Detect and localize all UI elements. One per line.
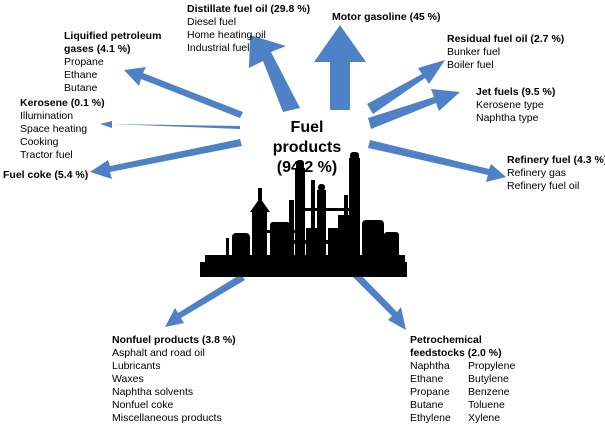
petro-item: Ethane [410, 373, 444, 385]
fuel-coke-title: Fuel coke (5.4 %) [3, 169, 89, 181]
kerosene-block: Kerosene (0.1 %) Illumination Space heat… [20, 97, 105, 162]
residual-item: Bunker fuel [447, 46, 501, 58]
kerosene-item: Cooking [20, 136, 59, 148]
lpg-item: Ethane [64, 69, 98, 81]
refinery-fuel-item: Refinery gas [507, 167, 566, 179]
distillate-title: Distillate fuel oil (29.8 %) [187, 3, 311, 15]
arrow-distillate [249, 35, 300, 112]
nonfuel-item: Asphalt and road oil [112, 347, 205, 359]
arrow-residual [367, 60, 445, 114]
lpg-title-line1: Liquified petroleum [64, 30, 162, 42]
petro-item: Butylene [468, 373, 509, 385]
distillate-item: Diesel fuel [187, 16, 237, 28]
arrow-fuel-coke [90, 139, 242, 179]
petro-items-grid: Naphtha Propylene Ethane Butylene Propan… [410, 360, 528, 425]
distillate-item: Home heating oil [187, 29, 266, 41]
kerosene-title: Kerosene (0.1 %) [20, 97, 105, 109]
arrow-kerosene [100, 121, 240, 129]
residual-item: Boiler fuel [447, 59, 494, 71]
nonfuel-products-block: Nonfuel products (3.8 %) Asphalt and roa… [112, 334, 236, 425]
residual-fuel-oil-block: Residual fuel oil (2.7 %) Bunker fuel Bo… [447, 33, 564, 72]
petro-title-line1: Petrochemical [410, 334, 482, 346]
petro-item: Propane [410, 386, 450, 398]
fuel-products-title: Fuel products (94.2 %) [255, 118, 359, 178]
lpg-item: Butane [64, 82, 98, 94]
petro-item: Butane [410, 399, 444, 411]
distillate-fuel-oil-block: Distillate fuel oil (29.8 %) Diesel fuel… [187, 3, 310, 55]
fuel-products-label: Fuel products [272, 119, 342, 156]
refinery-fuel-block: Refinery fuel (4.3 %) Refinery gas Refin… [507, 154, 605, 193]
nonfuel-item: Lubricants [112, 360, 161, 372]
kerosene-item: Illumination [20, 110, 74, 122]
refinery-fuel-title: Refinery fuel (4.3 %) [507, 154, 605, 166]
petro-item: Benzene [468, 386, 510, 398]
arrow-nonfuel [165, 274, 245, 327]
nonfuel-item: Miscellaneous products [112, 412, 222, 424]
motor-gasoline-title: Motor gasoline (45 %) [332, 11, 441, 23]
motor-gasoline-block: Motor gasoline (45 %) [332, 11, 441, 24]
nonfuel-item: Nonfuel coke [112, 399, 174, 411]
arrow-petrochemical [352, 270, 406, 330]
refinery-fuel-item: Refinery fuel oil [507, 180, 580, 192]
arrow-refinery-fuel [368, 140, 506, 182]
refinery-silhouette [200, 152, 407, 277]
petrochemical-block: Petrochemical feedstocks (2.0 %) Naphtha… [410, 334, 528, 425]
petro-title-line2: feedstocks (2.0 %) [410, 347, 502, 359]
residual-title: Residual fuel oil (2.7 %) [447, 33, 565, 45]
nonfuel-item: Naphtha solvents [112, 386, 194, 398]
nonfuel-item: Waxes [112, 373, 144, 385]
fuel-coke-block: Fuel coke (5.4 %) [3, 169, 88, 182]
jet-fuels-item: Kerosene type [476, 99, 544, 111]
arrow-lpg [124, 67, 243, 118]
petro-item: Propylene [468, 360, 516, 372]
fuel-products-value: (94.2 %) [276, 159, 338, 176]
jet-fuels-item: Naphtha type [476, 112, 539, 124]
jet-fuels-title: Jet fuels (9.5 %) [476, 86, 556, 98]
kerosene-item: Tractor fuel [20, 149, 73, 161]
nonfuel-title: Nonfuel products (3.8 %) [112, 334, 236, 346]
lpg-block: Liquified petroleum gases (4.1 %) Propan… [64, 30, 161, 95]
arrow-motor-gasoline [314, 25, 366, 110]
petro-item: Naphtha [410, 360, 450, 372]
distillate-item: Industrial fuel [187, 42, 250, 54]
petro-item: Ethylene [410, 412, 451, 424]
lpg-item: Propane [64, 56, 104, 68]
petro-item: Toluene [468, 399, 505, 411]
lpg-title-line2: gases (4.1 %) [64, 43, 131, 55]
jet-fuels-block: Jet fuels (9.5 %) Kerosene type Naphtha … [476, 86, 555, 125]
arrow-jet-fuels [368, 89, 460, 129]
petro-item: Xylene [468, 412, 501, 424]
kerosene-item: Space heating [20, 123, 88, 135]
